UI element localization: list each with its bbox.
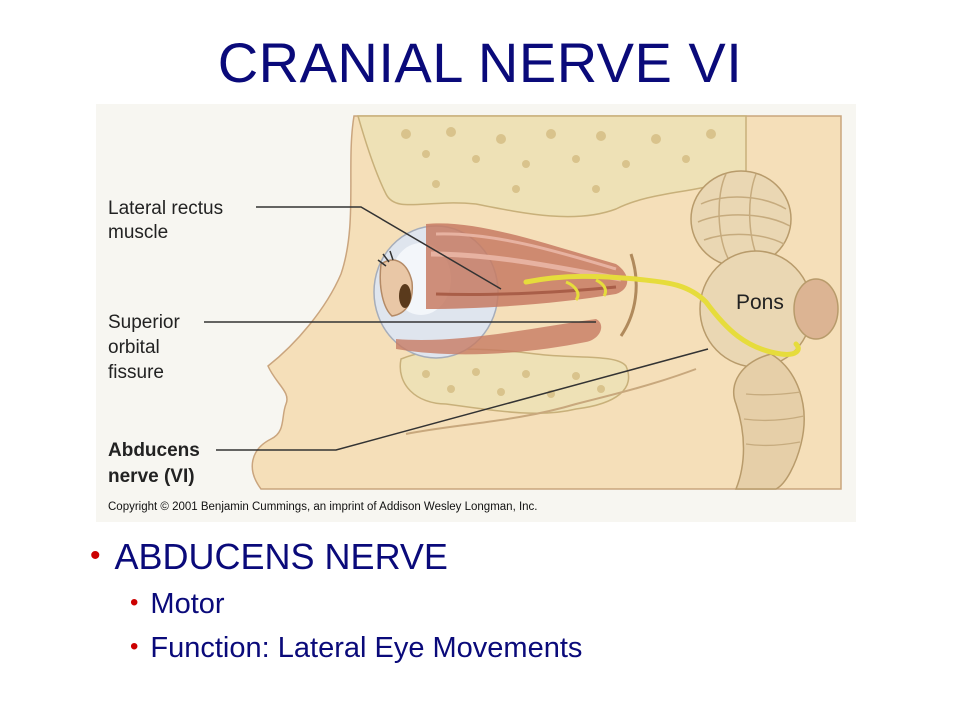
leader-abducens-nerve bbox=[216, 348, 709, 451]
bullet-main: • ABDUCENS NERVE bbox=[90, 536, 448, 578]
bullet-marker-icon: • bbox=[90, 539, 101, 572]
abducens-nerve-illustration: Lateral rectus muscle Superior orbital f… bbox=[96, 104, 856, 522]
label-superior-line1: Superior bbox=[108, 312, 180, 333]
label-abducens-line2: nerve (VI) bbox=[108, 466, 195, 487]
label-superior-line2: orbital bbox=[108, 337, 160, 358]
bullet-sub-2: • Function: Lateral Eye Movements bbox=[130, 632, 582, 665]
inferior-muscle bbox=[396, 319, 602, 355]
iris bbox=[399, 284, 411, 308]
label-abducens-line1: Abducens bbox=[108, 440, 200, 461]
eyelashes bbox=[377, 250, 394, 267]
bullet-sub-1: • Motor bbox=[130, 588, 225, 621]
slide-title: CRANIAL NERVE VI bbox=[217, 31, 743, 94]
bullet-sub-text: Function: Lateral Eye Movements bbox=[150, 632, 583, 664]
upper-bone bbox=[357, 115, 747, 218]
label-lateral-rectus-line2: muscle bbox=[108, 222, 168, 243]
brainstem bbox=[732, 353, 805, 490]
bullet-main-text: ABDUCENS NERVE bbox=[114, 536, 448, 577]
skull-lower-edge bbox=[405, 368, 697, 435]
label-pons: Pons bbox=[736, 291, 784, 314]
orbital-fissure-wall bbox=[619, 253, 638, 337]
lower-bone-texture bbox=[422, 368, 605, 398]
label-superior-line3: fissure bbox=[108, 362, 164, 383]
figure-copyright: Copyright © 2001 Benjamin Cummings, an i… bbox=[108, 501, 538, 513]
lateral-rectus-muscle bbox=[426, 223, 628, 309]
leader-lines bbox=[204, 206, 709, 451]
abducens-nerve bbox=[523, 273, 801, 357]
bullet-marker-icon: • bbox=[130, 589, 139, 616]
upper-bone-texture bbox=[401, 127, 716, 193]
bullet-sub-text: Motor bbox=[150, 588, 225, 620]
bullet-marker-icon: • bbox=[130, 633, 139, 660]
anatomy-figure: Lateral rectus muscle Superior orbital f… bbox=[96, 104, 856, 522]
label-lateral-rectus-line1: Lateral rectus bbox=[108, 198, 223, 219]
leader-lateral-rectus bbox=[256, 206, 502, 290]
